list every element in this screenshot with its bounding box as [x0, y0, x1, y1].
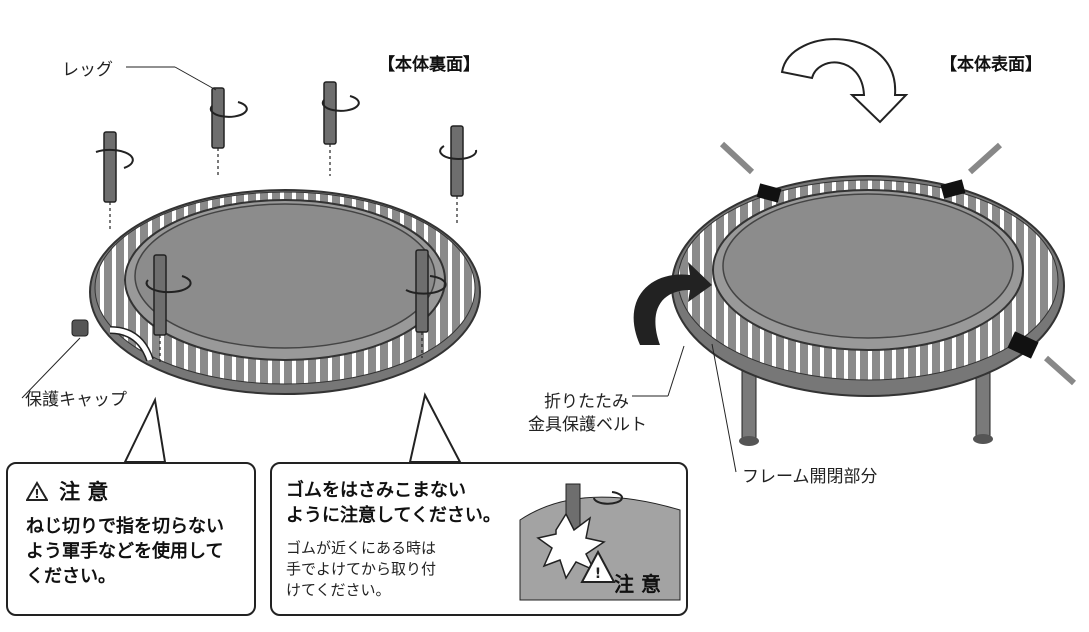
caution-callout: ! 注 意 ねじ切りで指を切らない よう軍手などを使用して ください。 [6, 462, 256, 616]
left-trampoline [89, 189, 481, 395]
fold-arrow-icon [633, 262, 712, 345]
inset-caution-label: 注 意 [614, 572, 661, 596]
protective-cap-image [71, 319, 89, 337]
caution-title: 注 意 [59, 480, 109, 504]
rubber-callout: ゴムをはさみこまない ように注意してください。 ゴムが近くにある時は 手でよけて… [270, 462, 688, 616]
front-side-heading: 【本体表面】 [940, 55, 1042, 75]
leg-guide-lines [109, 144, 458, 362]
caution-line: ください。 [26, 566, 116, 587]
leg-label: レッグ [62, 60, 113, 80]
svg-text:!: ! [595, 566, 601, 582]
rubber-inset-image: ! [519, 483, 681, 601]
right-leader-lines [632, 343, 737, 473]
belt-label-line2: 金具保護ベルト [528, 415, 647, 435]
svg-text:!: ! [34, 487, 39, 501]
rubber-line: 手でよけてから取り付 [286, 560, 437, 578]
rotate-arrow-icons [95, 95, 478, 295]
caution-line: よう軍手などを使用して [26, 541, 224, 562]
leg-group [103, 81, 464, 336]
flip-arrow-icon [780, 38, 909, 124]
rubber-bold-line: ように注意してください。 [286, 505, 501, 526]
rubber-bold-line: ゴムをはさみこまない [286, 480, 466, 501]
frame-open-label: フレーム開閉部分 [742, 467, 878, 487]
warning-icon: ! [25, 481, 49, 501]
back-side-heading: 【本体裏面】 [378, 55, 480, 75]
rubber-line: けてください。 [286, 581, 391, 599]
belt-label-line1: 折りたたみ [544, 392, 629, 412]
caution-line: ねじ切りで指を切らない [26, 516, 224, 537]
protective-cap-label: 保護キャップ [25, 390, 127, 410]
leader-lines [21, 66, 217, 399]
rubber-line: ゴムが近くにある時は [286, 539, 437, 557]
right-trampoline [671, 175, 1065, 446]
pointer-arrow-icons [719, 141, 1076, 386]
